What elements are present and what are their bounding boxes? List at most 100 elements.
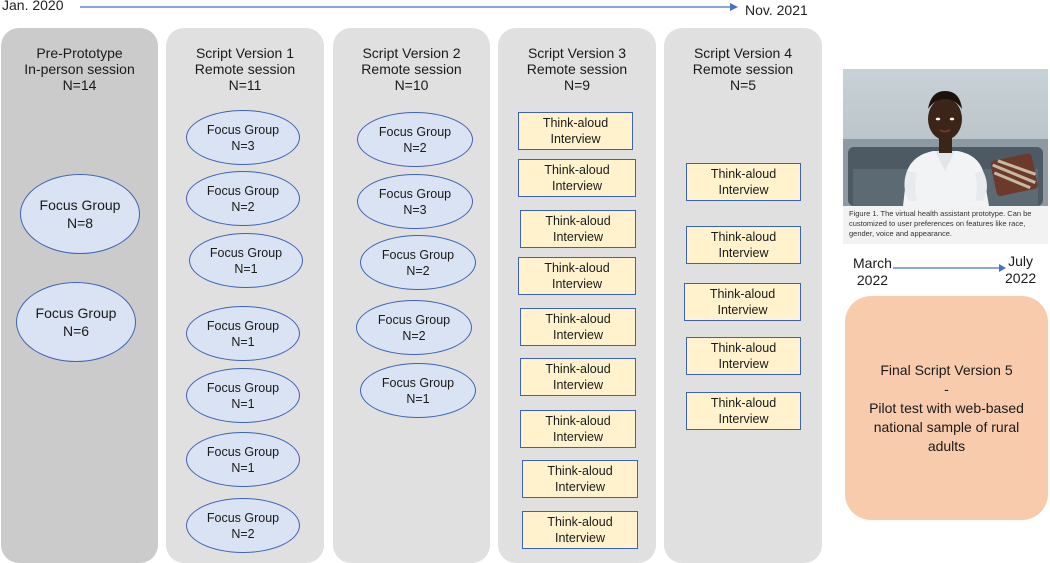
focus-group-node: Focus Group N=1 xyxy=(186,432,300,487)
node-line1: Think-aloud xyxy=(542,116,609,130)
think-aloud-node: Think-aloud Interview xyxy=(518,112,633,150)
node-line1: Think-aloud xyxy=(545,214,611,228)
focus-group-node: Focus Group N=2 xyxy=(357,112,473,167)
node-n: N=1 xyxy=(406,391,430,406)
column-pre-prototype: Pre-Prototype In-person session N=14 Foc… xyxy=(1,28,158,563)
think-aloud-node: Think-aloud Interview xyxy=(686,392,801,430)
final-separator: - xyxy=(944,380,949,397)
think-aloud-node: Think-aloud Interview xyxy=(686,337,801,375)
think-aloud-node: Think-aloud Interview xyxy=(522,511,638,549)
column-subtitle: Remote session xyxy=(526,61,628,77)
focus-group-node: Focus Group N=6 xyxy=(16,282,136,362)
node-line2: Interview xyxy=(552,230,604,244)
node-label: Focus Group xyxy=(206,183,280,198)
column-script-v4: Script Version 4 Remote session N=5 Thin… xyxy=(664,28,822,563)
node-line1: Think-aloud xyxy=(710,167,777,181)
think-aloud-node: Think-aloud Interview xyxy=(518,257,636,295)
final-desc-line2: national sample of rural xyxy=(873,418,1020,435)
node-label: Focus Group xyxy=(378,124,452,139)
node-n: N=2 xyxy=(231,199,255,214)
column-script-v2: Script Version 2 Remote session N=10 Foc… xyxy=(333,28,490,563)
final-start-year: 2022 xyxy=(856,272,889,288)
column-subtitle: Remote session xyxy=(194,61,296,77)
timeline-start-label: Jan. 2020 xyxy=(2,0,64,13)
node-label: Focus Group xyxy=(206,318,280,333)
node-label: Focus Group xyxy=(209,245,283,260)
node-n: N=8 xyxy=(66,215,94,231)
think-aloud-node: Think-aloud Interview xyxy=(520,308,636,346)
node-label: Focus Group xyxy=(35,305,117,321)
final-timeline-end: July 2022 xyxy=(1005,253,1036,287)
node-n: N=2 xyxy=(406,263,430,278)
node-line2: Interview xyxy=(718,246,769,260)
node-n: N=1 xyxy=(234,261,258,276)
final-script-box: Final Script Version 5 - Pilot test with… xyxy=(845,296,1048,520)
column-script-v1: Script Version 1 Remote session N=11 Foc… xyxy=(166,28,324,563)
node-label: Focus Group xyxy=(381,375,455,390)
node-line2: Interview xyxy=(554,480,606,494)
final-desc-line3: adults xyxy=(927,437,966,454)
think-aloud-node: Think-aloud Interview xyxy=(684,283,801,321)
column-title: Script Version 3 xyxy=(527,45,627,61)
virtual-assistant-image xyxy=(843,69,1048,206)
node-line2: Interview xyxy=(550,132,601,146)
focus-group-node: Focus Group N=1 xyxy=(186,368,300,423)
node-line1: Think-aloud xyxy=(545,312,611,326)
column-header: Script Version 4 Remote session N=5 xyxy=(664,45,822,93)
node-line2: Interview xyxy=(552,430,604,444)
node-n: N=1 xyxy=(231,460,255,475)
timeline-end-label: Nov. 2021 xyxy=(745,2,808,18)
column-header: Script Version 2 Remote session N=10 xyxy=(333,45,490,93)
final-desc-line1: Pilot test with web-based xyxy=(869,399,1024,416)
final-timeline-arrow xyxy=(893,264,1006,272)
column-subtitle: Remote session xyxy=(692,61,794,77)
node-line1: Think-aloud xyxy=(545,362,611,376)
node-n: N=2 xyxy=(403,140,427,155)
node-label: Focus Group xyxy=(378,186,452,201)
focus-group-node: Focus Group N=3 xyxy=(357,174,473,229)
column-script-v3: Script Version 3 Remote session N=9 Thin… xyxy=(498,28,656,563)
node-n: N=3 xyxy=(403,202,427,217)
node-line2: Interview xyxy=(718,357,769,371)
column-n: N=5 xyxy=(729,77,757,93)
node-line2: Interview xyxy=(552,328,604,342)
node-n: N=6 xyxy=(62,323,90,339)
node-line1: Think-aloud xyxy=(544,163,610,177)
final-end-month: July xyxy=(1008,253,1034,269)
column-title: Pre-Prototype xyxy=(36,45,123,61)
focus-group-node: Focus Group N=2 xyxy=(186,171,300,226)
node-label: Focus Group xyxy=(39,197,121,213)
column-header: Script Version 1 Remote session N=11 xyxy=(166,45,324,93)
node-line1: Think-aloud xyxy=(709,287,776,301)
focus-group-node: Focus Group N=2 xyxy=(356,300,472,355)
column-title: Script Version 1 xyxy=(195,45,295,61)
node-line1: Think-aloud xyxy=(547,464,613,478)
node-label: Focus Group xyxy=(206,122,280,137)
node-label: Focus Group xyxy=(206,510,280,525)
node-line1: Think-aloud xyxy=(544,261,610,275)
node-n: N=1 xyxy=(231,396,255,411)
focus-group-node: Focus Group N=2 xyxy=(186,498,300,553)
node-line1: Think-aloud xyxy=(710,230,777,244)
think-aloud-node: Think-aloud Interview xyxy=(520,358,636,396)
think-aloud-node: Think-aloud Interview xyxy=(520,410,636,448)
node-line1: Think-aloud xyxy=(710,396,777,410)
node-line1: Think-aloud xyxy=(710,341,777,355)
final-end-year: 2022 xyxy=(1005,270,1037,286)
node-n: N=1 xyxy=(231,334,255,349)
focus-group-node: Focus Group N=1 xyxy=(189,233,303,288)
column-n: N=11 xyxy=(228,77,262,93)
node-n: N=2 xyxy=(231,526,255,541)
final-title: Final Script Version 5 xyxy=(880,361,1013,378)
final-start-month: March xyxy=(853,255,892,271)
focus-group-node: Focus Group N=1 xyxy=(360,363,476,418)
node-label: Focus Group xyxy=(377,312,451,327)
think-aloud-node: Think-aloud Interview xyxy=(520,210,636,248)
focus-group-node: Focus Group N=1 xyxy=(186,306,300,361)
focus-group-node: Focus Group N=2 xyxy=(360,235,476,290)
think-aloud-node: Think-aloud Interview xyxy=(522,460,638,498)
node-n: N=2 xyxy=(402,328,426,343)
think-aloud-node: Think-aloud Interview xyxy=(686,163,801,201)
node-label: Focus Group xyxy=(206,380,280,395)
node-line2: Interview xyxy=(554,531,606,545)
